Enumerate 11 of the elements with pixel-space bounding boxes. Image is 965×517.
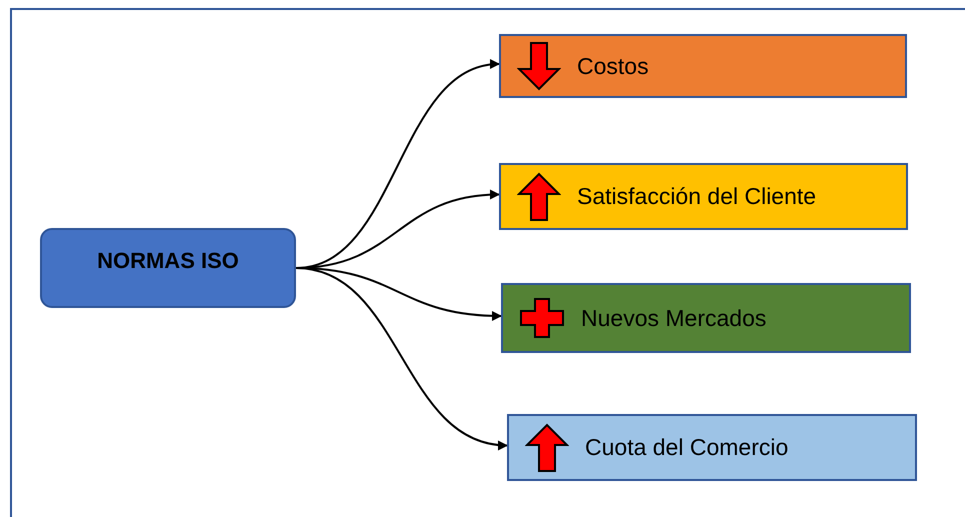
process-box: [501, 283, 911, 353]
rounded-box: [40, 228, 296, 308]
node-label: Cuota del Comercio: [585, 433, 788, 462]
node-label: Satisfacción del Cliente: [577, 182, 816, 212]
node-label: NORMAS ISO: [97, 247, 239, 275]
node-label: Costos: [577, 52, 649, 81]
process-box: [499, 34, 907, 98]
curved-arrow: [296, 267, 508, 450]
process-box: [499, 163, 908, 230]
process-box: [507, 414, 917, 481]
node-label: Nuevos Mercados: [581, 304, 766, 333]
